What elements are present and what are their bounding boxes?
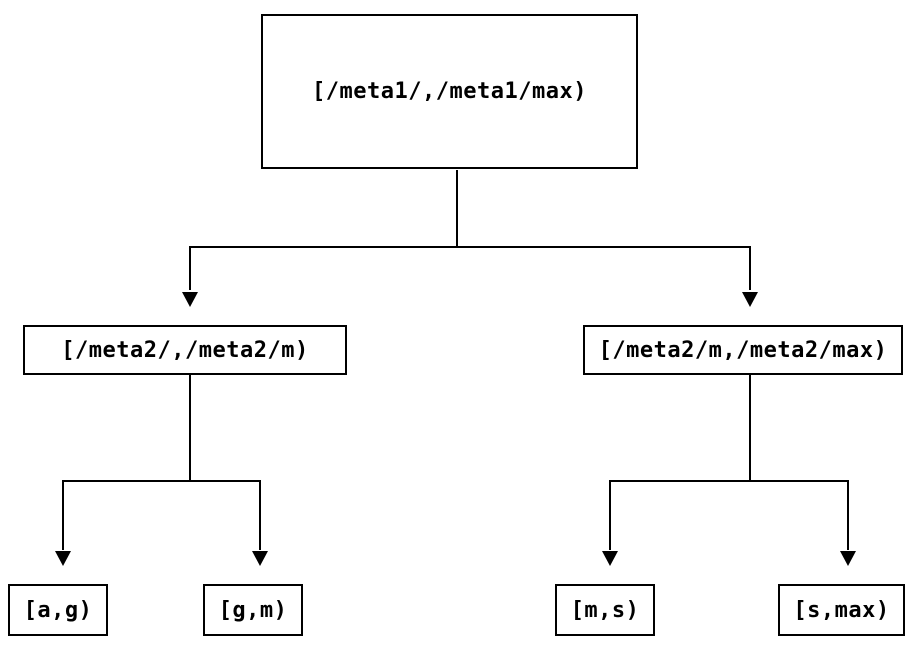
arrowhead-leaf-ms — [602, 551, 618, 566]
edge-root-to-left-child — [189, 170, 458, 290]
node-leaf-smax: [s,max) — [778, 584, 905, 636]
arrowhead-left-child — [182, 292, 198, 307]
node-root: [/meta1/,/meta1/max) — [261, 14, 638, 169]
edge-root-to-right-child — [456, 170, 751, 290]
edge-lines — [62, 170, 849, 550]
node-left-child: [/meta2/,/meta2/m) — [23, 325, 347, 375]
node-right-child: [/meta2/m,/meta2/max) — [583, 325, 903, 375]
node-leaf-smax-label: [s,max) — [793, 597, 890, 623]
arrowheads — [55, 292, 856, 566]
edge-left-child-to-leaf-gm — [189, 375, 261, 550]
node-right-child-label: [/meta2/m,/meta2/max) — [598, 337, 888, 363]
arrowhead-leaf-gm — [252, 551, 268, 566]
edge-right-child-to-leaf-ms — [609, 375, 751, 550]
node-leaf-gm: [g,m) — [203, 584, 303, 636]
node-leaf-gm-label: [g,m) — [218, 597, 288, 623]
node-leaf-ag-label: [a,g) — [23, 597, 93, 623]
arrowhead-leaf-ag — [55, 551, 71, 566]
node-root-label: [/meta1/,/meta1/max) — [312, 79, 587, 104]
node-leaf-ms-label: [m,s) — [570, 597, 640, 623]
edge-left-child-to-leaf-ag — [62, 375, 191, 550]
node-leaf-ms: [m,s) — [555, 584, 655, 636]
edge-right-child-to-leaf-smax — [749, 375, 849, 550]
arrowhead-leaf-smax — [840, 551, 856, 566]
node-leaf-ag: [a,g) — [8, 584, 108, 636]
node-left-child-label: [/meta2/,/meta2/m) — [61, 337, 309, 363]
arrowhead-right-child — [742, 292, 758, 307]
